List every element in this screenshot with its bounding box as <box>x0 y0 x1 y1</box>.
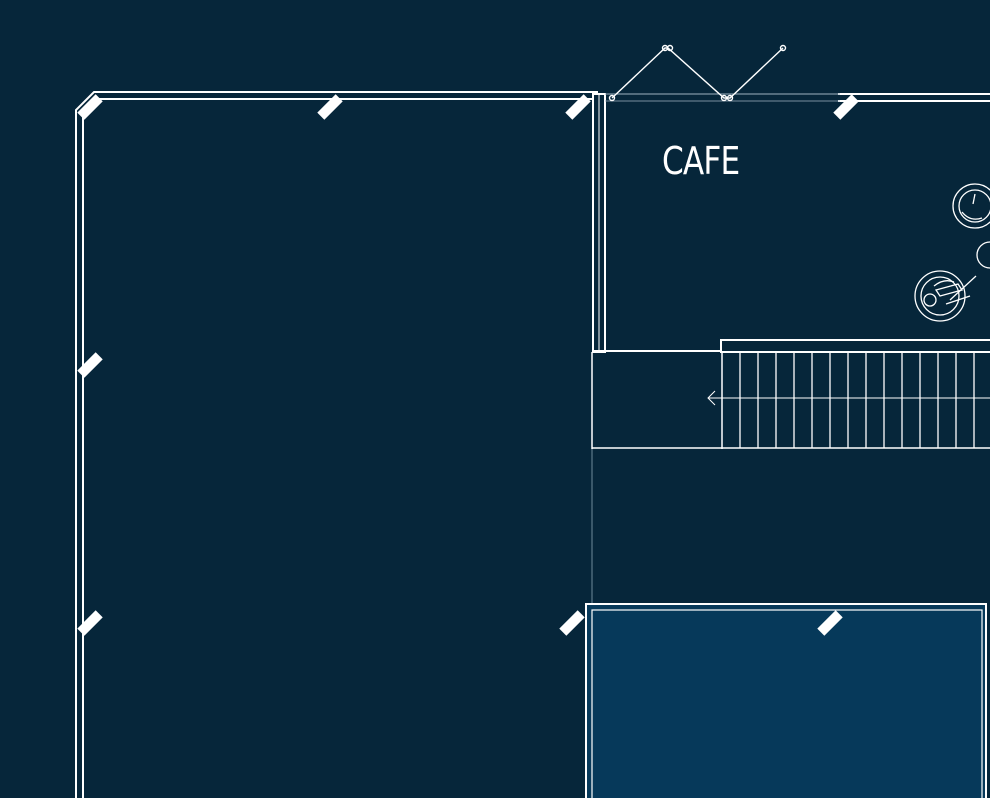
column-marker-icon <box>559 610 585 636</box>
left-room-walls <box>75 91 598 798</box>
column-marker-icon <box>833 94 859 120</box>
lower-right-room <box>585 603 987 798</box>
column-marker-icon <box>77 610 103 636</box>
column-marker-icon <box>565 94 591 120</box>
folding-door-icon <box>608 44 787 102</box>
cafe-table-icon <box>952 183 990 229</box>
cafe-table-icon <box>914 270 977 322</box>
right-top-wall <box>838 93 990 102</box>
room-label-cafe: CAFE <box>662 139 740 183</box>
column-marker-icon <box>817 610 843 636</box>
column-marker-icon <box>317 94 343 120</box>
column-markers <box>77 94 859 636</box>
stair-direction-arrow-icon <box>707 390 990 406</box>
column-marker-icon <box>77 94 103 120</box>
column-marker-icon <box>77 352 103 378</box>
staircase <box>591 339 990 449</box>
cafe-partition-wall <box>592 93 606 353</box>
chair-icon <box>976 241 990 269</box>
